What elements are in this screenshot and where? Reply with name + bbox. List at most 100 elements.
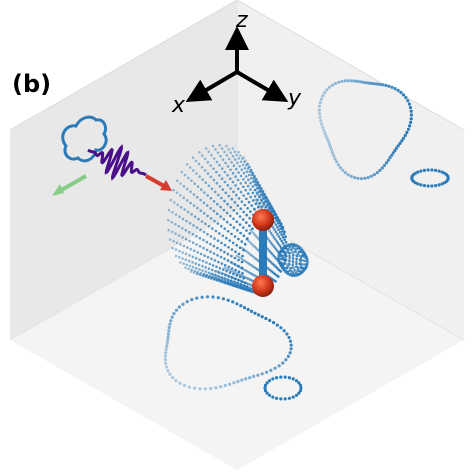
pattern-dot [306,260,309,264]
pattern-dot [201,269,204,272]
pattern-dot [289,252,292,255]
pattern-dot [291,251,294,254]
pattern-dot [281,235,285,239]
pattern-dot [212,200,216,203]
pattern-dot [182,196,185,200]
pattern-dot [409,113,413,117]
pattern-dot [192,249,196,253]
pattern-dot [231,241,235,245]
pattern-dot [271,243,274,246]
pattern-dot [434,184,438,188]
pattern-dot [210,257,213,261]
pattern-dot [234,250,237,253]
pattern-dot [275,323,279,327]
pattern-dot [369,174,373,178]
pattern-dot [225,154,229,157]
pattern-dot [191,265,195,269]
pattern-dot [238,275,242,279]
pattern-dot [367,81,371,85]
pattern-dot [167,219,170,222]
pattern-dot [203,254,206,257]
pattern-dot [198,258,201,262]
pattern-dot [279,326,283,330]
pattern-dot [262,197,265,200]
pattern-dot [244,377,248,381]
pattern-dot [295,265,299,268]
pattern-dot [399,90,403,94]
pattern-dot [245,213,248,217]
pattern-dot [168,372,172,376]
pattern-dot [236,161,239,165]
pattern-dot [273,366,277,370]
pattern-dot [381,83,385,87]
pattern-dot [183,173,187,177]
pattern-dot [227,268,231,271]
pattern-dot [246,207,249,210]
pattern-dot [332,154,336,158]
pattern-dot [274,217,277,220]
pattern-dot [209,217,213,220]
pattern-dot [244,163,248,167]
pattern-dot [369,81,374,85]
pattern-dot [393,148,397,153]
pattern-dot [291,263,294,266]
pattern-dot [267,379,272,383]
pattern-dot [231,154,235,158]
pattern-dot [396,88,400,92]
pattern-dot [196,270,199,274]
pattern-dot [220,272,224,276]
pattern-dot [287,376,291,380]
pattern-dot [269,241,273,245]
pattern-dot [269,231,273,235]
pattern-dot [274,280,277,283]
pattern-dot [214,229,218,233]
pattern-dot [271,377,275,381]
pattern-dot [215,181,219,185]
pattern-dot [318,101,322,105]
pattern-dot [182,262,185,265]
pattern-dot [238,273,241,276]
pattern-dot [326,139,330,143]
pattern-dot [198,151,201,154]
pattern-dot [188,254,191,257]
pattern-dot [291,272,295,275]
pattern-dot [284,245,287,248]
pattern-dot [235,212,239,215]
pattern-dot [209,386,213,391]
pattern-dot [318,104,322,108]
pattern-dot [198,175,201,178]
pattern-dot [189,247,193,251]
pattern-dot [237,150,240,154]
pattern-dot [251,244,255,247]
molecule [252,209,274,297]
pattern-dot [235,274,239,277]
pattern-dot [211,227,214,230]
pattern-dot [238,165,241,168]
pattern-dot [219,248,223,252]
pattern-dot [243,203,247,207]
pattern-dot [253,274,256,277]
pattern-dot [343,171,347,175]
pattern-dot [215,265,218,269]
pattern-dot [169,319,173,323]
pattern-dot [257,313,261,317]
pattern-dot [391,151,395,155]
pattern-dot [249,309,254,313]
pattern-dot [256,183,259,186]
pattern-dot [239,160,243,163]
pattern-dot [246,237,249,240]
pattern-dot [255,187,259,190]
pattern-dot [289,347,293,351]
pattern-dot [256,198,259,202]
pattern-dot [273,272,277,276]
pattern-dot [282,262,286,266]
pattern-dot [188,230,191,234]
pattern-dot [230,161,233,164]
pattern-dot [226,281,230,284]
pattern-dot [287,247,290,251]
pattern-dot [250,204,253,207]
pattern-dot [220,147,224,150]
pattern-dot [329,148,333,152]
pattern-dot [245,285,249,288]
pattern-dot [288,351,292,355]
